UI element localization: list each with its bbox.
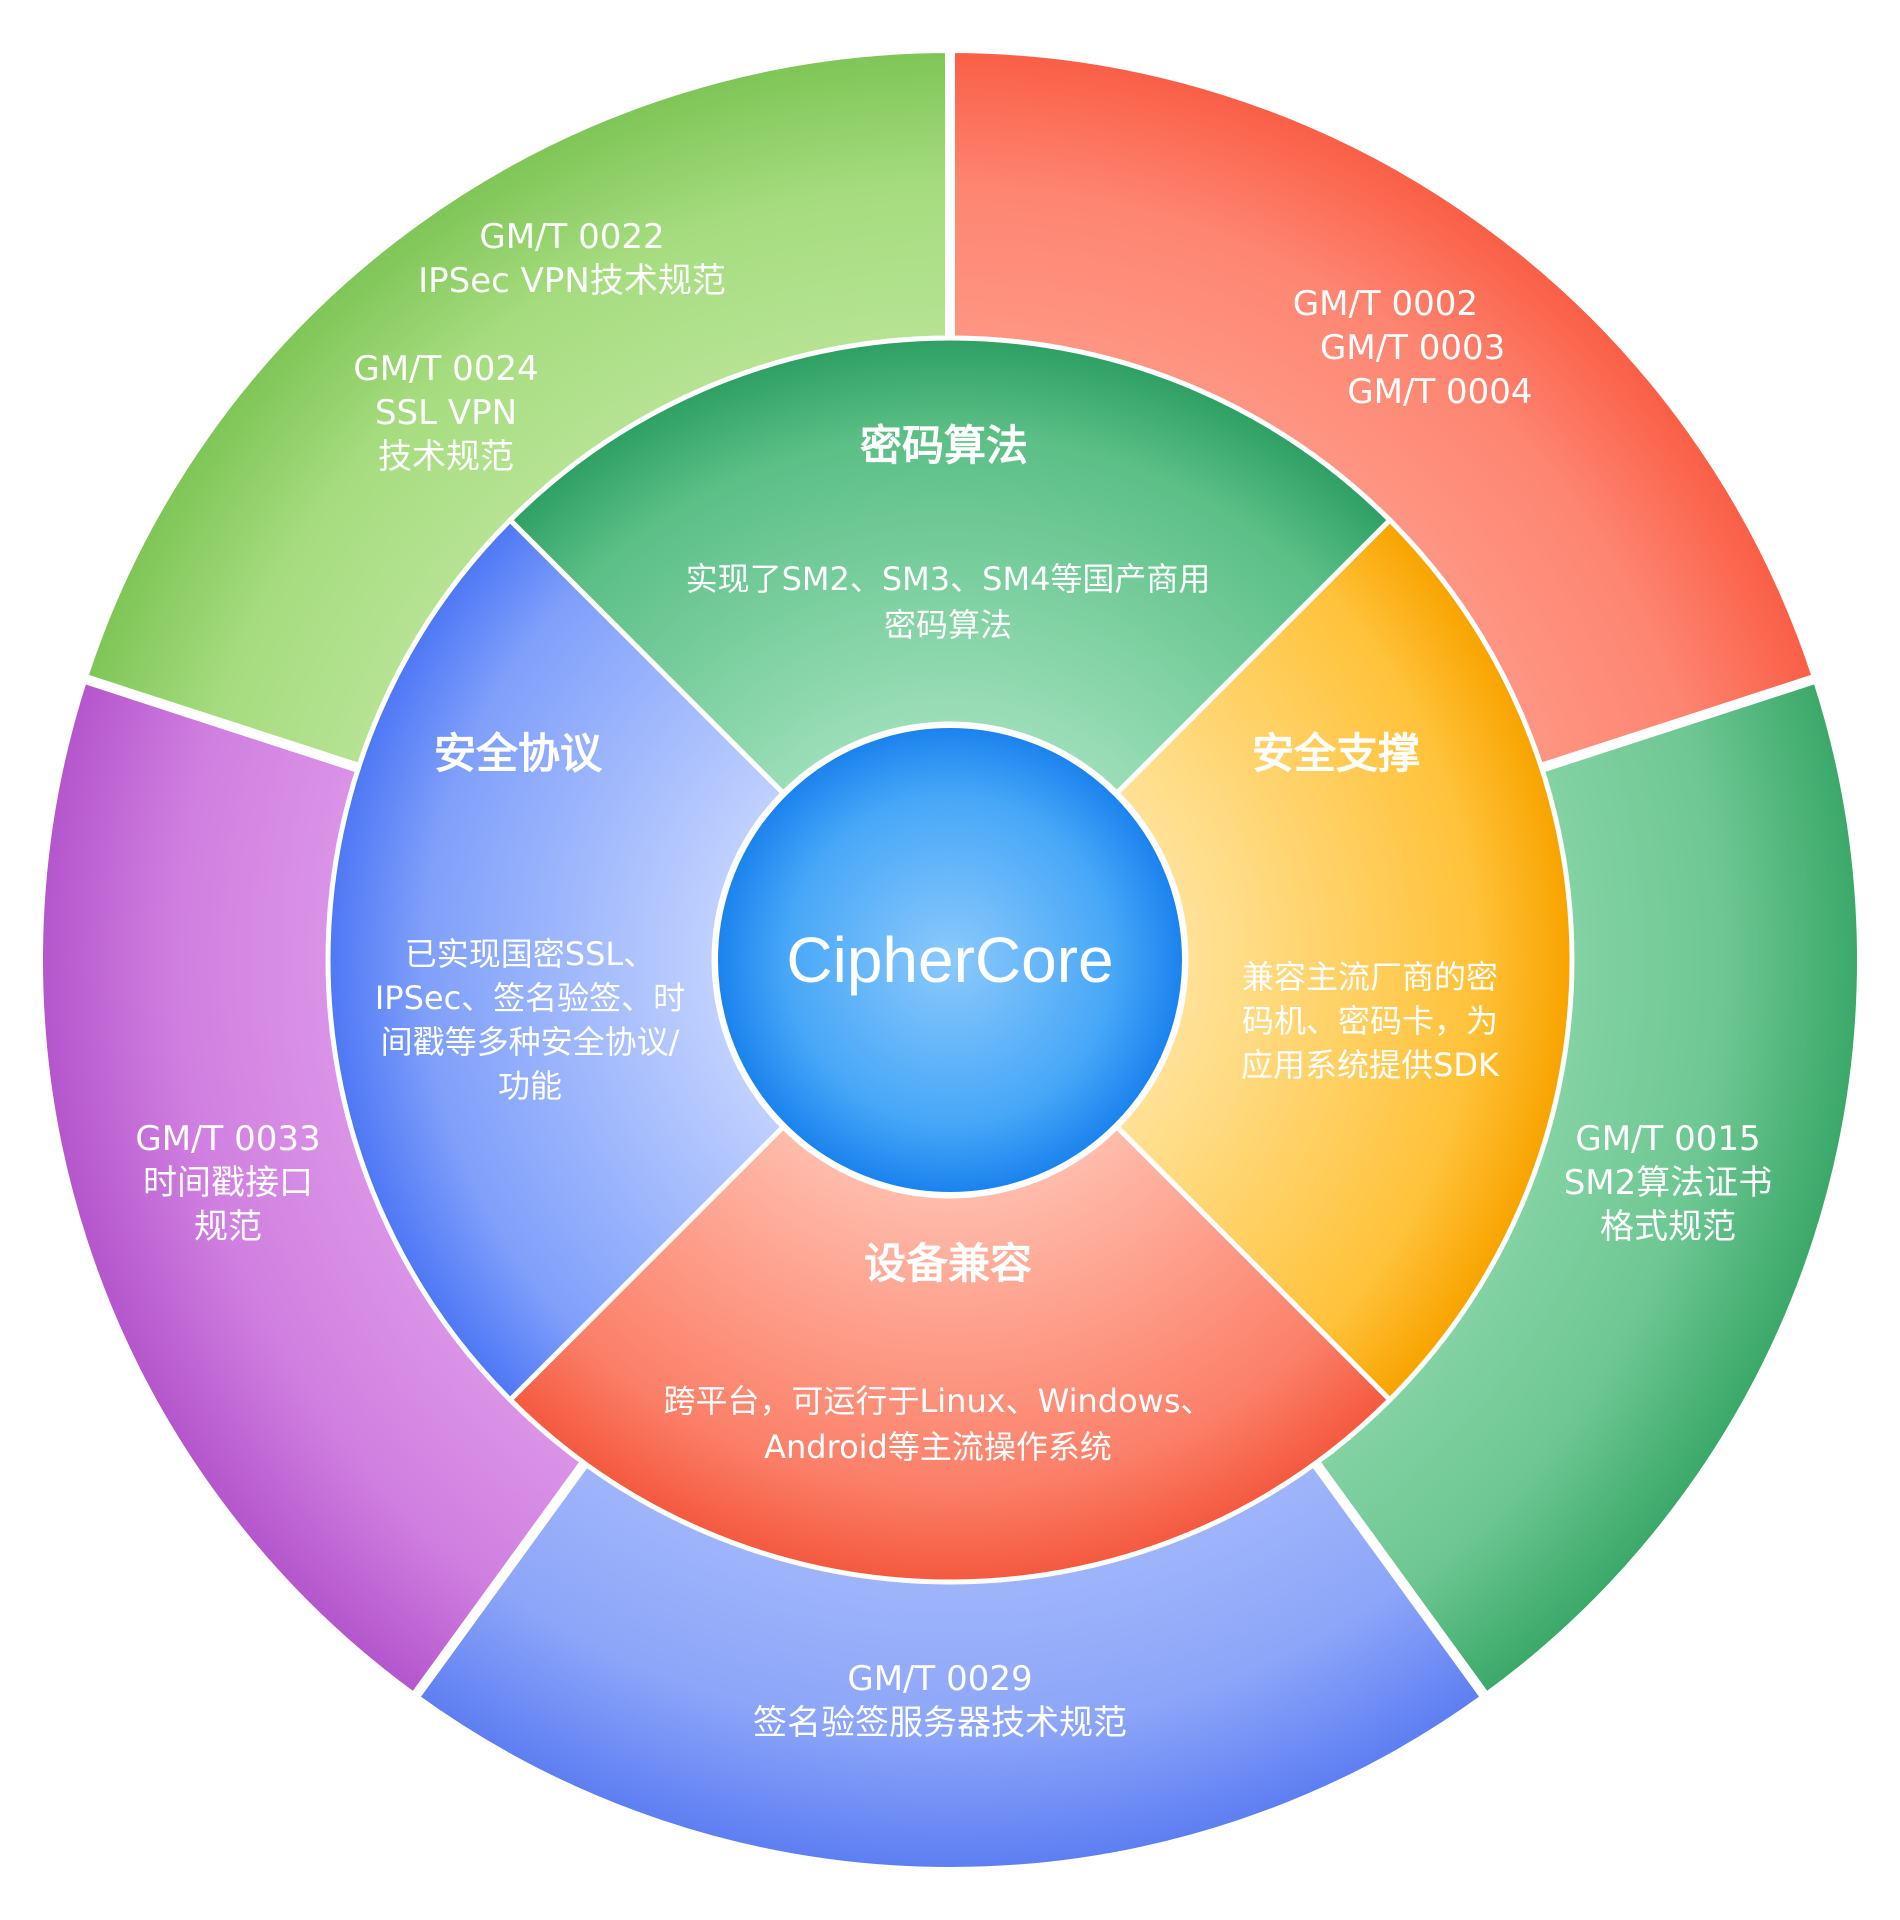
outer-label-green-line: 格式规范 (1600, 1207, 1736, 1247)
outer-label-blue-line: 签名验签服务器技术规范 (753, 1703, 1127, 1743)
inner-title-algo: 密码算法 (860, 421, 1028, 470)
outer-label-red-line: GM/T 0004 (1347, 372, 1532, 412)
inner-title-support: 安全支撑 (1252, 729, 1420, 778)
inner-desc-support-line: 应用系统提供SDK (1241, 1046, 1500, 1084)
outer-label-green-line: SM2算法证书 (1564, 1163, 1773, 1203)
inner-title-protocol: 安全协议 (434, 729, 603, 778)
inner-desc-protocol-line: 已实现国密SSL、 (405, 935, 655, 973)
inner-desc-protocol: 已实现国密SSL、 IPSec、签名验签、时间戳等多种安全协议/功能 (375, 935, 685, 1105)
inner-title-device: 设备兼容 (864, 1239, 1032, 1288)
inner-desc-support-line: 兼容主流厂商的密 (1242, 958, 1498, 996)
inner-desc-device-line: 跨平台，可运行于Linux、Windows、 (663, 1382, 1212, 1420)
core-circle: CipherCore (714, 724, 1186, 1196)
inner-desc-support: 兼容主流厂商的密码机、密码卡，为应用系统提供SDK (1241, 958, 1500, 1084)
outer-label-lime-line: IPSec VPN技术规范 (418, 261, 726, 301)
outer-label-lime-line: GM/T 0024 (353, 349, 538, 389)
inner-desc-support-line: 码机、密码卡，为 (1242, 1002, 1498, 1040)
inner-desc-protocol-line: IPSec、签名验签、时 (375, 979, 685, 1017)
outer-label-purple-line: 时间戳接口 (143, 1163, 313, 1203)
inner-desc-protocol-line: 间戳等多种安全协议/ (381, 1023, 680, 1061)
outer-label-purple-line: 规范 (194, 1207, 262, 1247)
outer-label-blue-line: GM/T 0029 (847, 1659, 1032, 1699)
inner-desc-algo-line: 密码算法 (884, 606, 1012, 644)
outer-label-lime-line: SSL VPN (375, 393, 517, 433)
core-disc (714, 724, 1186, 1196)
outer-label-red-line: GM/T 0003 (1320, 328, 1505, 368)
inner-desc-algo: 实现了SM2、SM3、SM4等国产商用密码算法 (686, 560, 1211, 644)
core-title: CipherCore (786, 924, 1113, 996)
outer-label-red-line: GM/T 0002 (1293, 284, 1478, 324)
outer-label-lime-line: 技术规范 (378, 437, 514, 477)
inner-desc-protocol-line: 功能 (498, 1067, 562, 1105)
outer-label-purple-line: GM/T 0033 (135, 1119, 320, 1159)
inner-ring: 密码算法实现了SM2、SM3、SM4等国产商用密码算法安全支撑兼容主流厂商的密码… (325, 335, 1575, 1585)
outer-label-green-line: GM/T 0015 (1575, 1119, 1760, 1159)
inner-desc-device: 跨平台，可运行于Linux、Windows、 Android等主流操作系统 (663, 1382, 1212, 1466)
inner-desc-device-line: Android等主流操作系统 (764, 1428, 1112, 1466)
inner-desc-algo-line: 实现了SM2、SM3、SM4等国产商用 (686, 560, 1211, 598)
outer-label-lime-line: GM/T 0022 (479, 217, 664, 257)
